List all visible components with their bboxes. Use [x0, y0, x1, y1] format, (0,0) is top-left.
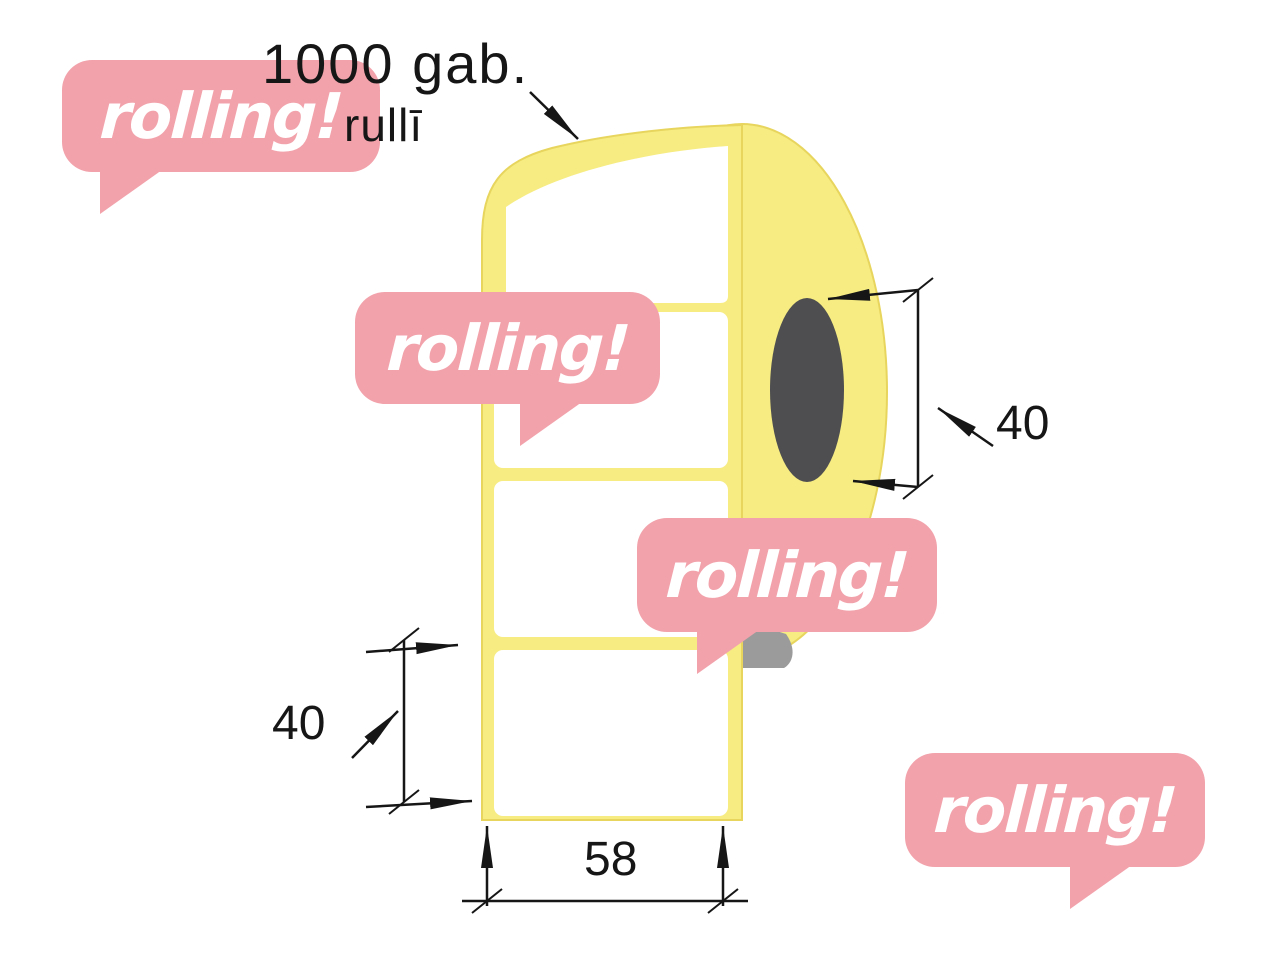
- watermark-bubble-tail-icon: [520, 402, 582, 446]
- quantity-label-line2: rullī: [344, 99, 424, 151]
- dim-core-ext-bottom: [852, 478, 919, 491]
- dim-height-leader: [351, 710, 399, 759]
- watermark-bubble-bottom-right: rolling!: [905, 753, 1205, 909]
- dim-height-arrow-bottom: [365, 797, 473, 810]
- watermark-text: rolling!: [932, 773, 1178, 847]
- dim-height-arrow-top: [365, 642, 459, 655]
- watermark-text: rolling!: [384, 311, 631, 385]
- label-width-value: 58: [584, 833, 638, 886]
- watermark-bubble-mid-left: rolling!: [355, 292, 660, 446]
- dim-core-tick-bottom: [902, 474, 934, 500]
- watermark-bubble-center: rolling!: [637, 518, 937, 674]
- dim-core-diameter: [827, 277, 994, 500]
- label-sticker-4: [494, 650, 728, 816]
- dim-height-tick-bottom: [388, 789, 420, 815]
- watermark-bubble-tail-icon: [697, 630, 759, 674]
- core-diameter-value: 40: [996, 397, 1050, 450]
- dim-core-leader: [937, 406, 994, 448]
- watermark-bubble-tail-icon: [1070, 865, 1132, 909]
- dim-core-tick-top: [902, 277, 934, 303]
- dim-height-tick-top: [388, 627, 420, 653]
- dimension-linework: [351, 91, 994, 914]
- dim-core-ext-top: [827, 288, 919, 301]
- dim-label-width: [462, 826, 748, 914]
- label-roll: [481, 123, 888, 821]
- leader-quantity: [529, 91, 579, 140]
- label-height-value: 40: [272, 697, 326, 750]
- dim-label-height: [351, 627, 473, 815]
- watermark-bubble-top-left: rolling!: [62, 60, 380, 214]
- watermark-text: rolling!: [664, 538, 910, 612]
- roll-core: [770, 298, 844, 482]
- quantity-label-line1: 1000 gab.: [262, 32, 530, 95]
- watermark-bubble-tail-icon: [100, 170, 162, 214]
- label-sticker-1: [506, 146, 728, 303]
